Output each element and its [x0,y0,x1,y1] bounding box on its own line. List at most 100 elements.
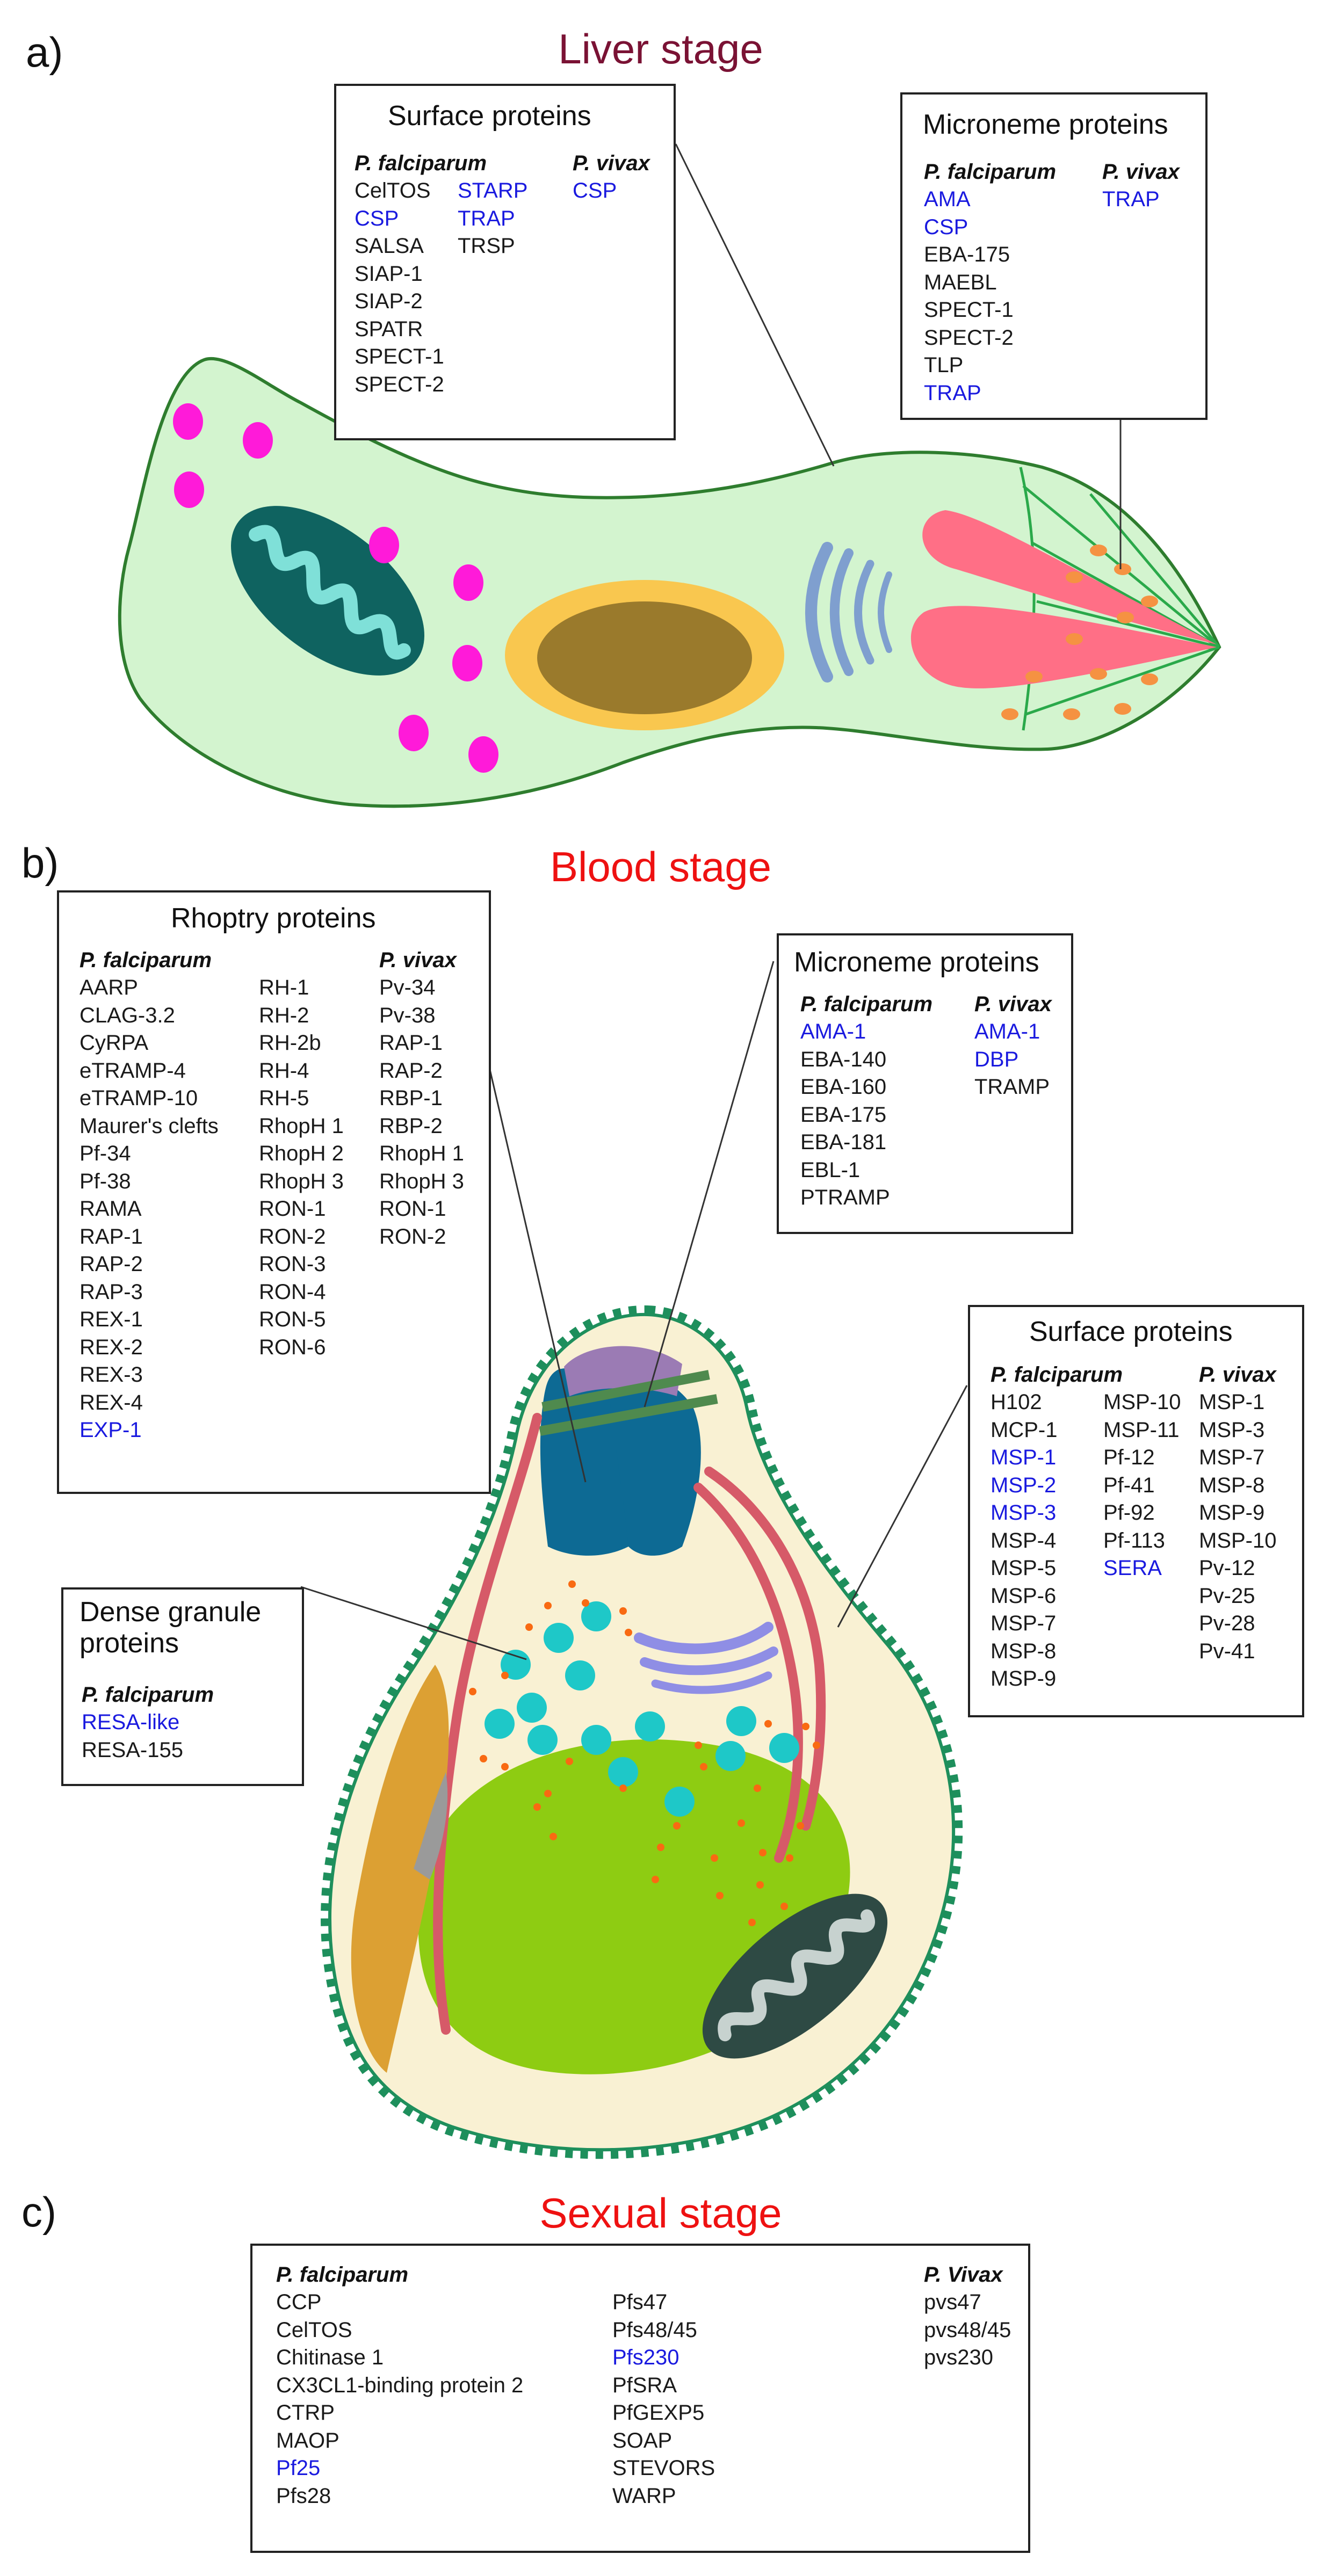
column-header: P. vivax [1199,1363,1276,1387]
column-header: P. falciparum [355,151,487,175]
protein-item: RBP-1 [379,1086,443,1110]
protein-item: RH-2 [259,1003,309,1027]
protein-item: REX-3 [79,1363,143,1387]
protein-item: CelTOS [355,179,431,202]
protein-item: RON-2 [379,1224,446,1249]
protein-item: SERA [1103,1556,1162,1580]
protein-item: MCP-1 [991,1418,1058,1442]
protein-item: EBA-175 [800,1102,887,1127]
protein-item: MSP-3 [991,1501,1057,1525]
column-header: P. falciparum [82,1683,214,1707]
protein-item: MAEBL [924,270,997,294]
magenta-granules [173,403,498,773]
protein-item: MSP-1 [991,1446,1057,1469]
protein-item: CSP [355,206,399,230]
pv-column: P. vivax TRAP [1102,158,1180,214]
protein-item: Pf-113 [1103,1528,1165,1552]
protein-item: PfGEXP5 [612,2401,705,2425]
protein-item: H102 [991,1390,1042,1414]
panel-b-letter: b) [21,839,59,887]
protein-list: TRAP [1102,186,1180,214]
nucleus-core [537,601,752,714]
leader-lines-b [300,961,968,1660]
protein-item: RhopH 1 [379,1142,464,1165]
protein-item: RhopH 3 [259,1169,344,1193]
protein-item: MSP-8 [991,1639,1057,1663]
protein-item: TRAP [458,206,515,230]
protein-item: RON-1 [379,1197,446,1221]
protein-item: CSP [573,179,617,202]
protein-item: PfSRA [612,2373,677,2397]
apical-rings [539,1370,718,1436]
protein-item: Pf-41 [1103,1473,1155,1497]
protein-item: SALSA [355,234,424,258]
protein-item: RAMA [79,1197,142,1221]
protein-item: AMA-1 [974,1020,1040,1043]
sexual-stage-title: Sexual stage [539,2189,782,2237]
protein-item: STEVORS [612,2456,715,2480]
protein-item: Pf25 [276,2456,321,2480]
column-header: P. falciparum [991,1363,1123,1387]
liver-stage-title: Liver stage [558,25,763,72]
protein-item: TRAP [1102,187,1160,211]
protein-item: Pfs47 [612,2290,668,2314]
box-title-line-2: proteins [79,1628,179,1659]
protein-item: pvs230 [924,2346,993,2369]
box-title: Microneme proteins [923,109,1168,140]
golgi-apparatus [805,542,892,683]
sporozoite-cell [118,357,1221,808]
protein-item: Pv-12 [1199,1556,1255,1580]
protein-item: EBA-160 [800,1075,887,1099]
box-title: Surface proteins [1029,1316,1233,1347]
protein-item: CSP [924,215,968,239]
protein-item: eTRAMP-10 [79,1086,198,1110]
protein-item: Pfs28 [276,2484,331,2508]
protein-item: MSP-4 [991,1528,1057,1552]
protein-item: RON-3 [259,1252,326,1276]
protein-item: REX-4 [79,1390,143,1414]
column-header: P. vivax [1102,160,1180,184]
column-header: P. falciparum [276,2263,409,2287]
protein-item: SPECT-2 [355,372,444,396]
protein-item: Pv-38 [379,1003,436,1027]
box-title: Microneme proteins [794,947,1039,978]
column-header: P. falciparum [79,948,212,972]
pv-column: P. vivax CSP [573,149,650,205]
column-header: P. vivax [974,992,1052,1016]
protein-item: pvs47 [924,2290,981,2314]
protein-item: RON-4 [259,1280,326,1304]
protein-item: REX-1 [79,1308,143,1331]
merozoite-cell [321,1305,963,2159]
protein-item: AARP [79,976,138,999]
protein-item: MSP-5 [991,1556,1057,1580]
protein-item: EBA-140 [800,1047,887,1071]
protein-item: EBL-1 [800,1158,861,1182]
protein-item: RAP-2 [379,1058,443,1083]
protein-item: RBP-2 [379,1114,443,1138]
protein-item: Pf-38 [79,1169,131,1193]
protein-item: MSP-7 [991,1612,1057,1635]
protein-item: RESA-155 [82,1738,183,1762]
protein-item: PTRAMP [800,1186,890,1209]
merozoite-mitochondrion [702,1893,888,2059]
